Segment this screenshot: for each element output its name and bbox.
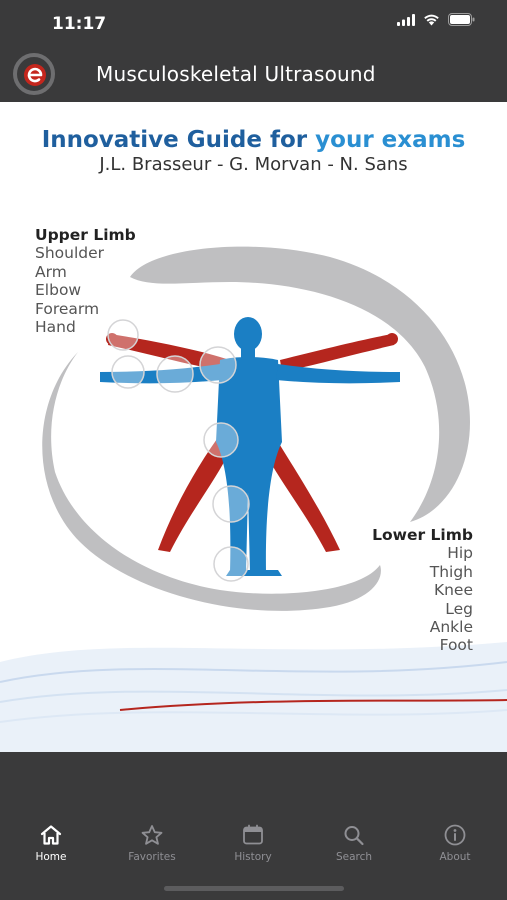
lower-limb-leg[interactable]: Leg: [445, 599, 473, 618]
lower-limb-thigh[interactable]: Thigh: [429, 562, 473, 581]
status-icons: [397, 13, 475, 26]
lower-limb-hip[interactable]: Hip: [447, 544, 473, 563]
info-icon: [444, 824, 466, 846]
status-bar: 11:17: [0, 0, 507, 44]
tab-history-label: History: [234, 851, 272, 863]
search-icon: [344, 826, 364, 846]
calendar-icon: [243, 824, 263, 845]
lower-limb-knee[interactable]: Knee: [433, 581, 473, 600]
grey-swoosh-upper: [130, 246, 470, 522]
status-time: 11:17: [52, 14, 107, 34]
tab-about-label: About: [439, 851, 471, 863]
ankle-joint-marker: [213, 546, 249, 582]
tab-search-label: Search: [335, 851, 373, 863]
tab-home[interactable]: Home: [1, 824, 101, 874]
tab-history[interactable]: History: [203, 824, 303, 874]
content-footer-band: [0, 752, 507, 818]
page-title: Musculoskeletal Ultrasound: [96, 62, 376, 86]
upper-limb-list: Upper Limb Shoulder Arm Elbow Forearm Ha…: [35, 226, 136, 336]
lower-limb-foot[interactable]: Foot: [439, 636, 473, 655]
upper-limb-heading[interactable]: Upper Limb: [35, 226, 136, 244]
elbow-joint-marker: [156, 355, 194, 393]
headline-accent-text: your exams: [315, 127, 466, 153]
upper-limb-elbow[interactable]: Elbow: [35, 281, 82, 300]
red-figure: [106, 333, 398, 552]
headline: Innovative Guide for your exams: [0, 127, 507, 153]
home-banner: Innovative Guide for your exams J.L. Bra…: [0, 102, 507, 752]
hand-joint-marker: [107, 319, 139, 351]
tab-home-label: Home: [35, 851, 67, 863]
navigation-bar: Musculoskeletal Ultrasound: [0, 44, 507, 102]
knee-joint-marker: [212, 485, 250, 523]
hip-joint-marker: [203, 422, 239, 458]
headline-text: Innovative Guide for: [41, 127, 316, 153]
tab-search[interactable]: Search: [304, 824, 404, 874]
body-illustration: [0, 246, 507, 752]
upper-limb-arm[interactable]: Arm: [35, 262, 67, 281]
upper-limb-hand[interactable]: Hand: [35, 318, 76, 337]
signal-icon: [397, 13, 415, 26]
lower-limb-list: Lower Limb Hip Thigh Knee Leg Ankle Foot: [372, 526, 473, 655]
star-icon: [141, 825, 163, 845]
battery-icon: [448, 13, 475, 26]
blue-figure: [100, 317, 400, 576]
tab-about[interactable]: About: [405, 824, 505, 874]
tab-favorites-label: Favorites: [128, 851, 176, 863]
joint-markers: [107, 319, 250, 582]
forearm-joint-marker: [111, 355, 145, 389]
tab-favorites[interactable]: Favorites: [102, 824, 202, 874]
shoulder-joint-marker: [199, 346, 237, 384]
wifi-icon: [424, 14, 439, 26]
authors: J.L. Brasseur - G. Morvan - N. Sans: [99, 154, 408, 175]
home-indicator: [164, 886, 344, 891]
upper-limb-forearm[interactable]: Forearm: [35, 299, 100, 318]
upper-limb-shoulder[interactable]: Shoulder: [35, 244, 105, 263]
home-icon: [40, 825, 62, 845]
app-logo-icon: [13, 53, 55, 95]
grey-swoosh-lower: [42, 352, 381, 611]
lower-limb-heading[interactable]: Lower Limb: [372, 526, 473, 544]
lower-limb-ankle[interactable]: Ankle: [429, 618, 473, 637]
